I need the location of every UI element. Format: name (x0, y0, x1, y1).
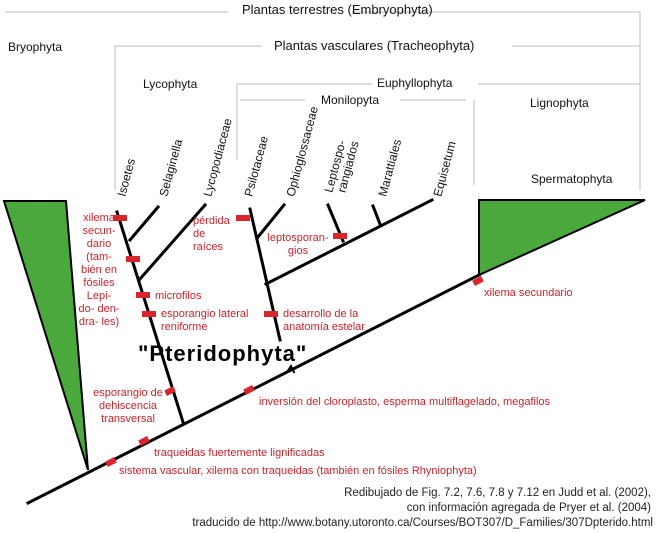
char-perdida-raices: pérdida de raíces (193, 215, 230, 253)
char-esporangio-lateral: esporangio lateral reniforme (161, 308, 249, 333)
char-desarrollo-estelar: desarrollo de la anatomía estelar (283, 308, 365, 333)
header-lycophyta: Lycophyta (143, 77, 198, 91)
spermatophyta-triangle (478, 199, 646, 277)
header-euphyllophyta: Euphyllophyta (377, 76, 453, 90)
header-spermatophyta: Spermatophyta (531, 172, 613, 186)
header-vascular: Plantas vasculares (Tracheophyta) (274, 38, 475, 53)
header-lignophyta: Lignophyta (530, 96, 589, 110)
header-bryophyta: Bryophyta (8, 40, 63, 54)
char-microfilos: microfilos (155, 290, 202, 302)
char-inversion-cloroplasto: inversión del cloroplasto, esperma multi… (259, 396, 551, 408)
header-land-plants: Plantas terrestres (Embryophyta) (242, 2, 433, 17)
char-xilema-secundario: xilema secundario (484, 287, 573, 299)
char-sistema-vascular: sistema vascular, xilema con traqueidas … (119, 465, 477, 477)
credit-line-2: con información agregada de Pryer et al.… (406, 502, 651, 514)
credit-line-3: traducido de http://www.botany.utoronto.… (192, 517, 653, 529)
char-leptosporangios: leptosporan- gios (267, 232, 329, 257)
char-xilema-secundario-lyco: xilema secun- dario (tam- bién en fósile… (78, 212, 120, 328)
char-esporangio-dehiscencia: esporangio de dehiscencia transversal (93, 387, 163, 425)
bryophyta-triangle (2, 200, 89, 471)
character-marks (105, 215, 484, 467)
char-traqueidas: traqueidas fuertemente lignificadas (154, 447, 325, 459)
credit-line-1: Redibujado de Fig. 7.2, 7.6, 7.8 y 7.12 … (344, 487, 651, 499)
header-monilopyta: Monilopyta (321, 93, 380, 107)
pteridophyta-label: "Pteridophyta" (138, 341, 308, 366)
